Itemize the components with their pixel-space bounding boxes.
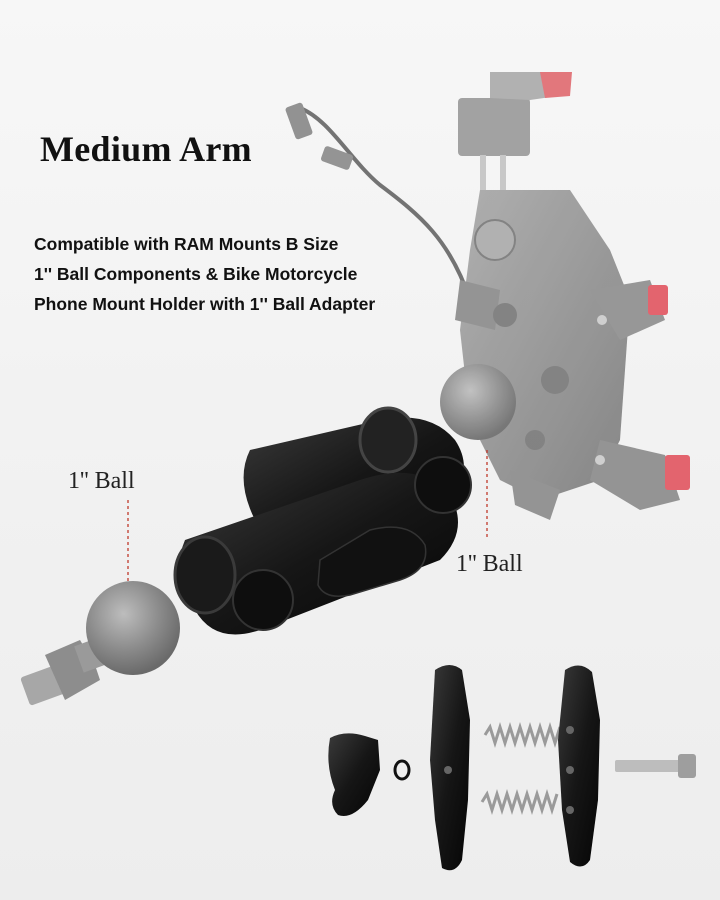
top-clamp xyxy=(458,98,530,156)
exploded-parts xyxy=(328,665,696,871)
adapter-ball xyxy=(86,581,180,675)
arm-wing-knob xyxy=(317,526,427,597)
holder-knob xyxy=(474,219,516,261)
bottom-right-arm xyxy=(590,440,680,510)
holder-cable xyxy=(299,106,472,301)
top-red-pad xyxy=(540,72,572,98)
medium-arm xyxy=(173,406,472,635)
phone-holder xyxy=(285,72,690,520)
holder-screw-3 xyxy=(525,430,545,450)
spring-top xyxy=(483,721,562,749)
washer-part xyxy=(393,759,411,781)
arm-end-cap-2 xyxy=(414,456,472,514)
description-line: 1'' Ball Components & Bike Motorcycle xyxy=(34,264,358,284)
left-arm xyxy=(455,280,500,330)
bottom-left-arm xyxy=(510,470,560,520)
bolt-shaft xyxy=(615,760,680,772)
arm-socket-top xyxy=(358,406,418,474)
description-line: Compatible with RAM Mounts B Size xyxy=(34,234,339,254)
cable-connector-2 xyxy=(321,146,353,170)
arm-socket-left xyxy=(173,535,237,615)
ball-label-right: 1'' Ball xyxy=(456,551,523,577)
page-title: Medium Arm xyxy=(40,129,252,169)
right-arm xyxy=(590,280,665,340)
spring-bottom xyxy=(480,788,559,816)
holder-screw-2 xyxy=(541,366,569,394)
cable-connector xyxy=(285,102,313,140)
holder-screw xyxy=(493,303,517,327)
arm-end-cap xyxy=(232,569,294,631)
right-plate-part xyxy=(558,665,600,867)
description-line: Phone Mount Holder with 1'' Ball Adapter xyxy=(34,294,376,314)
wing-knob-part xyxy=(328,733,380,816)
right-red-pad xyxy=(648,285,668,315)
bottom-red-pad xyxy=(665,455,690,490)
ball-label-left: 1'' Ball xyxy=(68,468,135,494)
ball-adapter xyxy=(20,581,180,706)
holder-ball xyxy=(440,364,516,440)
product-description: Compatible with RAM Mounts B Size 1'' Ba… xyxy=(34,229,375,319)
bolt-head xyxy=(678,754,696,778)
